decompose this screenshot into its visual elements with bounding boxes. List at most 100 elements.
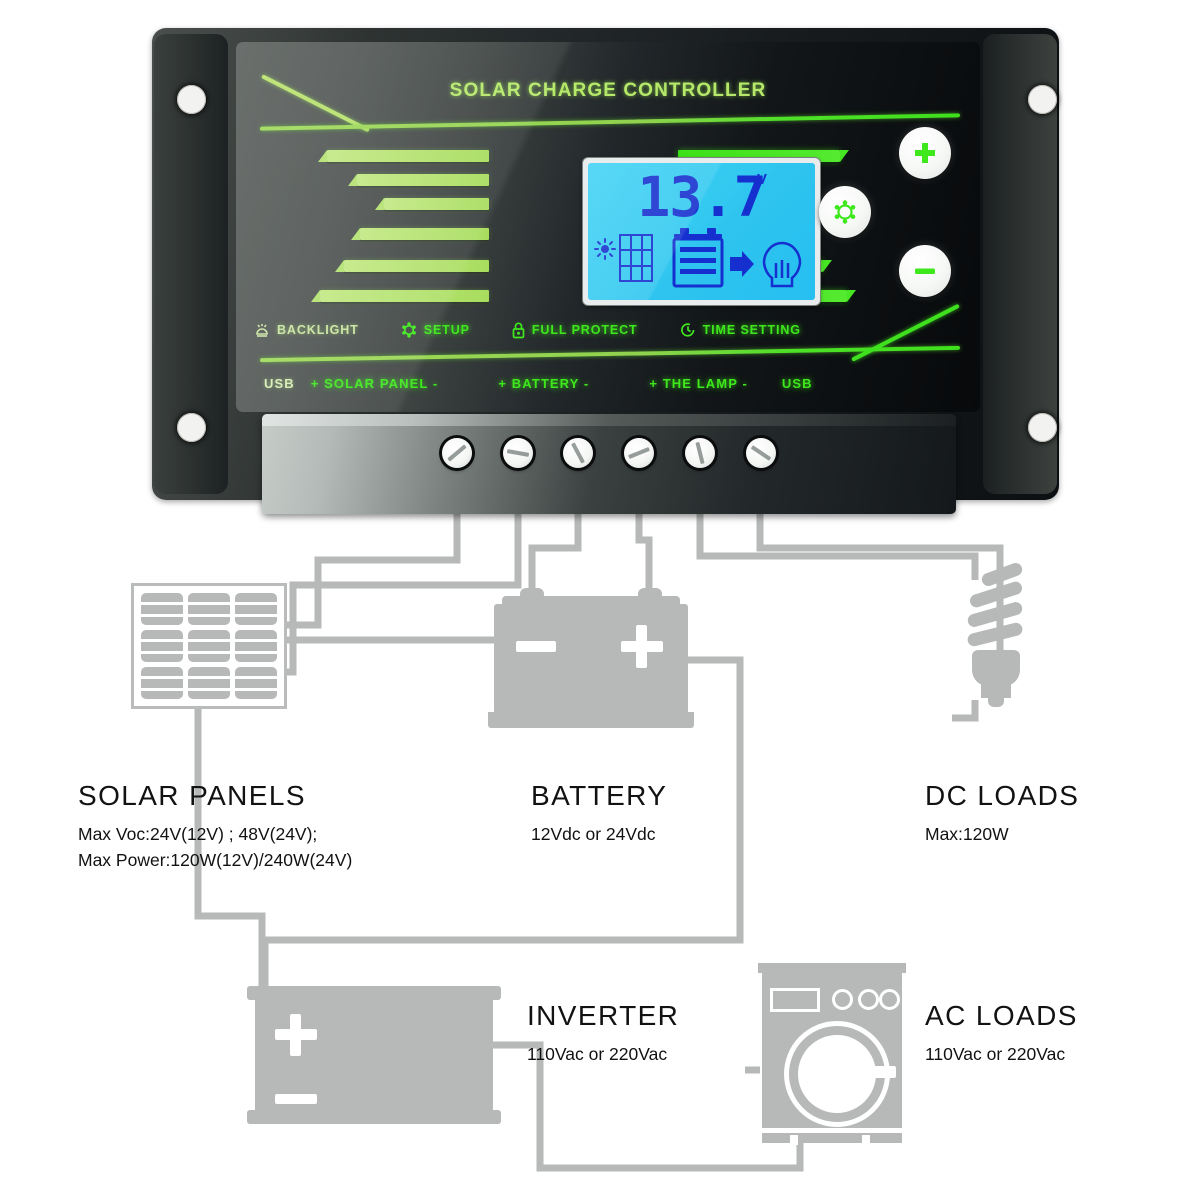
feature-backlight: BACKLIGHT xyxy=(254,323,359,337)
mounting-hole-top-left xyxy=(177,85,206,114)
solar-cell xyxy=(141,667,183,699)
terminal-screw-4[interactable] xyxy=(624,438,654,468)
gear-icon xyxy=(401,322,416,338)
caption-inverter-title: INVERTER xyxy=(527,1000,680,1031)
lcd-arrow-icon xyxy=(730,251,754,277)
lcd-lamp-icon xyxy=(762,241,802,288)
solar-cell xyxy=(141,593,183,625)
caption-dc-loads-title: DC LOADS xyxy=(925,780,1080,811)
terminal-screw-1[interactable] xyxy=(442,438,472,468)
caption-solar-panels: SOLAR PANELS Max Voc:24V(12V) ; 48V(24V)… xyxy=(78,780,352,874)
solar-cell xyxy=(235,593,277,625)
lcd-voltage-unit: V xyxy=(757,171,767,188)
caption-dc-loads-line1: Max:120W xyxy=(925,824,1009,844)
accent-stripe-left-1 xyxy=(318,150,489,162)
terminal-screw-2[interactable] xyxy=(503,438,533,468)
battery-illustration xyxy=(488,588,694,728)
feature-time-setting: TIME SETTING xyxy=(680,322,801,338)
feature-label-row: BACKLIGHT SETUP FULL PROTECT xyxy=(248,318,968,342)
battery-plus-symbol-v xyxy=(636,625,647,668)
caption-battery-line1: 12Vdc or 24Vdc xyxy=(531,824,656,844)
feature-time-setting-label: TIME SETTING xyxy=(702,323,801,337)
terminal-label-usb-left: USB xyxy=(264,375,295,391)
washer-foot xyxy=(790,1135,798,1145)
plus-icon xyxy=(915,143,935,163)
device-title: SOLAR CHARGE CONTROLLER xyxy=(449,80,767,101)
solar-cell xyxy=(235,667,277,699)
menu-button[interactable] xyxy=(819,186,871,238)
terminal-block xyxy=(262,414,956,514)
accent-stripe-left-6 xyxy=(311,290,489,302)
caption-ac-loads-title: AC LOADS xyxy=(925,1000,1078,1031)
bulb-tip xyxy=(988,697,1004,707)
caption-solar-panels-line2: Max Power:120W(12V)/240W(24V) xyxy=(78,850,353,871)
washer-door-latch xyxy=(874,1066,896,1078)
inverter-base xyxy=(247,1110,501,1124)
mounting-hole-bottom-right xyxy=(1028,413,1057,442)
lcd-glare xyxy=(588,163,815,300)
feature-setup: SETUP xyxy=(401,322,470,338)
washer-bottom-strip xyxy=(762,1128,902,1133)
solar-cell xyxy=(188,667,230,699)
washer-knob xyxy=(858,989,879,1010)
caption-solar-panels-title: SOLAR PANELS xyxy=(78,780,306,811)
caption-battery-title: BATTERY xyxy=(531,780,668,811)
washer-control-panel xyxy=(762,977,902,1013)
feature-setup-label: SETUP xyxy=(423,323,470,337)
washer-foot xyxy=(862,1135,870,1145)
lcd-voltage-value: 13.7 xyxy=(588,165,815,229)
lcd-display: 13.7 V xyxy=(583,158,820,305)
caption-dc-loads: DC LOADS Max:120W xyxy=(925,780,1079,847)
caption-inverter-line1: 110Vac or 220Vac xyxy=(527,1044,668,1064)
solar-cell xyxy=(188,593,230,625)
washer-display xyxy=(770,988,820,1012)
solar-cell xyxy=(188,630,230,662)
dc-load-bulb-illustration xyxy=(955,561,1029,716)
plus-button[interactable] xyxy=(899,127,951,179)
caption-battery: BATTERY 12Vdc or 24Vdc xyxy=(531,780,667,847)
solar-charge-controller: SOLAR CHARGE CONTROLLER 13.7 V xyxy=(152,28,1059,514)
lcd-battery-icon xyxy=(672,228,724,288)
mounting-hole-bottom-left xyxy=(177,413,206,442)
terminal-screw-5[interactable] xyxy=(685,438,715,468)
minus-icon xyxy=(915,268,935,274)
bulb-body xyxy=(972,650,1020,686)
solar-cell xyxy=(235,630,277,662)
terminal-screw-3[interactable] xyxy=(563,438,593,468)
accent-stripe-left-2 xyxy=(348,174,489,186)
mounting-hole-top-right xyxy=(1028,85,1057,114)
bulb-cap xyxy=(981,684,1011,698)
terminal-screw-6[interactable] xyxy=(746,438,776,468)
terminal-block-edge xyxy=(262,414,956,426)
caption-solar-panels-line1: Max Voc:24V(12V) ; 48V(24V); xyxy=(78,824,318,844)
lcd-solar-panel-icon xyxy=(619,234,653,282)
accent-stripe-left-5 xyxy=(335,260,489,272)
lock-icon xyxy=(512,322,525,338)
lcd-sun-icon xyxy=(594,238,616,260)
battery-minus-symbol xyxy=(516,641,556,652)
caption-ac-loads-line1: 110Vac or 220Vac xyxy=(925,1044,1066,1064)
terminal-label-solar-panel: + SOLAR PANEL - xyxy=(310,375,439,391)
inverter-plus-symbol-v xyxy=(290,1014,301,1056)
washer-knob xyxy=(879,989,900,1010)
battery-base xyxy=(488,712,694,728)
inverter-illustration xyxy=(247,986,501,1124)
minus-button[interactable] xyxy=(899,245,951,297)
terminal-label-battery: + BATTERY - xyxy=(498,375,590,391)
terminal-label-usb-right: USB xyxy=(781,375,813,391)
solar-panel-illustration xyxy=(131,583,287,709)
clock-icon xyxy=(680,323,694,337)
feature-full-protect-label: FULL PROTECT xyxy=(531,323,638,337)
feature-backlight-label: BACKLIGHT xyxy=(277,323,359,337)
inverter-minus-symbol xyxy=(275,1094,317,1104)
backlight-icon xyxy=(256,324,268,337)
terminal-label-row: USB + SOLAR PANEL - + BATTERY - + THE LA… xyxy=(248,372,968,394)
battery-lid xyxy=(502,596,680,610)
caption-inverter: INVERTER 110Vac or 220Vac xyxy=(527,1000,679,1067)
solar-cell xyxy=(141,630,183,662)
terminal-label-the-lamp: + THE LAMP - xyxy=(649,375,748,391)
washer-knob xyxy=(832,989,853,1010)
accent-stripe-left-4 xyxy=(351,228,489,240)
inverter-top-lip xyxy=(247,986,501,1000)
ac-load-washing-machine-illustration xyxy=(758,963,906,1145)
